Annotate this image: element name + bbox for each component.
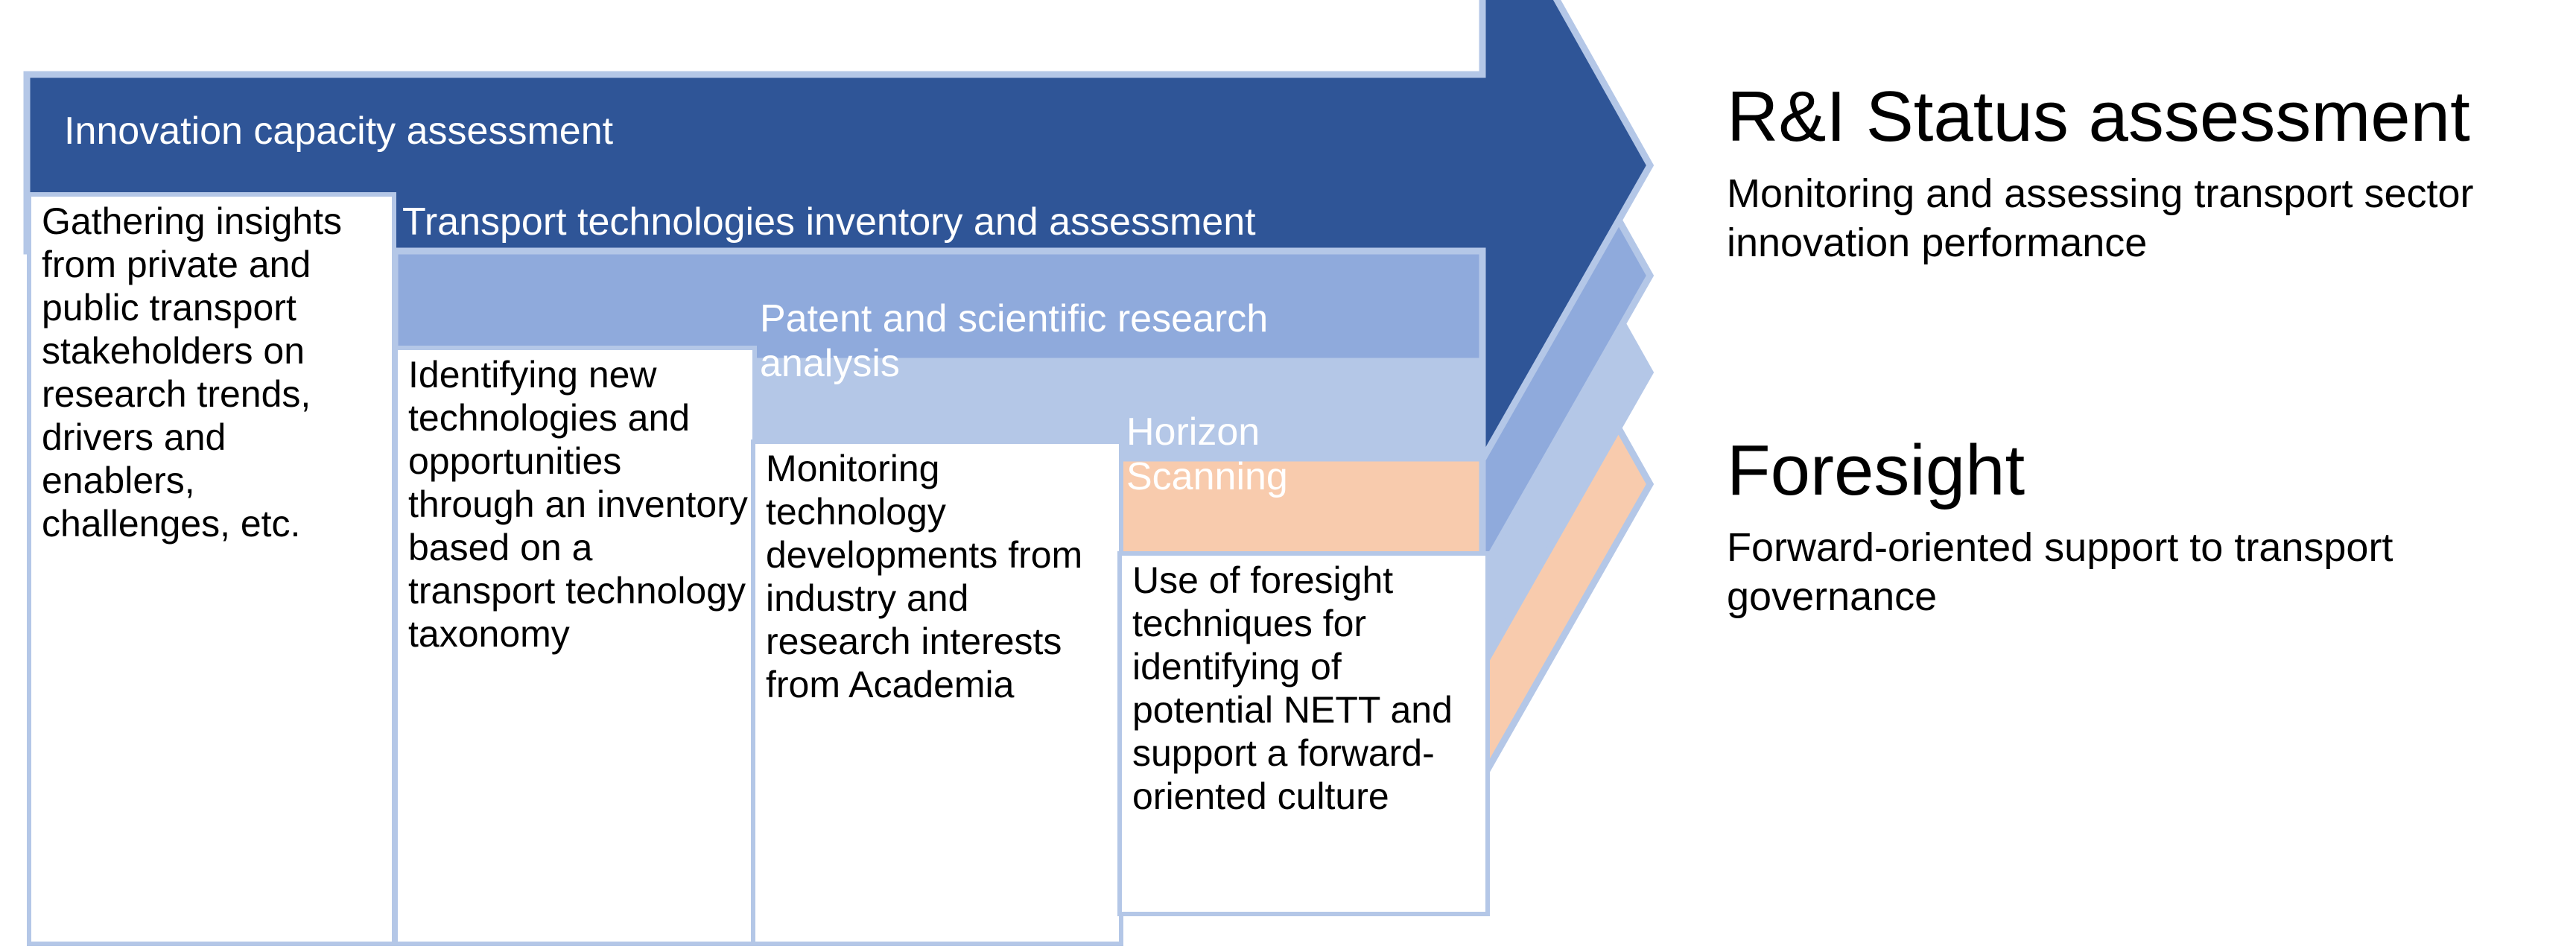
band-label-transport-technologies: Transport technologies inventory and ass… <box>402 200 1256 244</box>
detail-box-horizon-scanning: Use of foresight techniques for identify… <box>1117 551 1490 916</box>
band-label-innovation-capacity: Innovation capacity assessment <box>64 110 614 153</box>
callout-subtitle-foresight: Forward-oriented support to transport go… <box>1727 525 2393 619</box>
detail-box-innovation-capacity: Gathering insights from private and publ… <box>27 192 396 946</box>
band-label-patent-research: Patent and scientific research analysis <box>760 297 1269 385</box>
detail-box-patent-research: Monitoring technology developments from … <box>751 439 1123 946</box>
callout-title-foresight: Foresight <box>1727 431 2025 510</box>
callout-ri-status-assessment: R&I Status assessment Monitoring and ass… <box>1727 78 2554 267</box>
detail-text-horizon-scanning: Use of foresight techniques for identify… <box>1132 559 1453 817</box>
detail-box-transport-technologies: Identifying new technologies and opportu… <box>393 346 757 946</box>
callout-subtitle-ri-status-assessment: Monitoring and assessing transport secto… <box>1727 171 2474 265</box>
callout-title-ri-status-assessment: R&I Status assessment <box>1727 77 2470 156</box>
detail-text-innovation-capacity: Gathering insights from private and publ… <box>42 200 343 545</box>
detail-text-transport-technologies: Identifying new technologies and opportu… <box>408 354 748 655</box>
detail-text-patent-research: Monitoring technology developments from … <box>766 448 1083 705</box>
band-label-horizon-scanning: Horizon Scanning <box>1126 410 1288 498</box>
callout-foresight: Foresight Forward-oriented support to tr… <box>1727 432 2554 621</box>
